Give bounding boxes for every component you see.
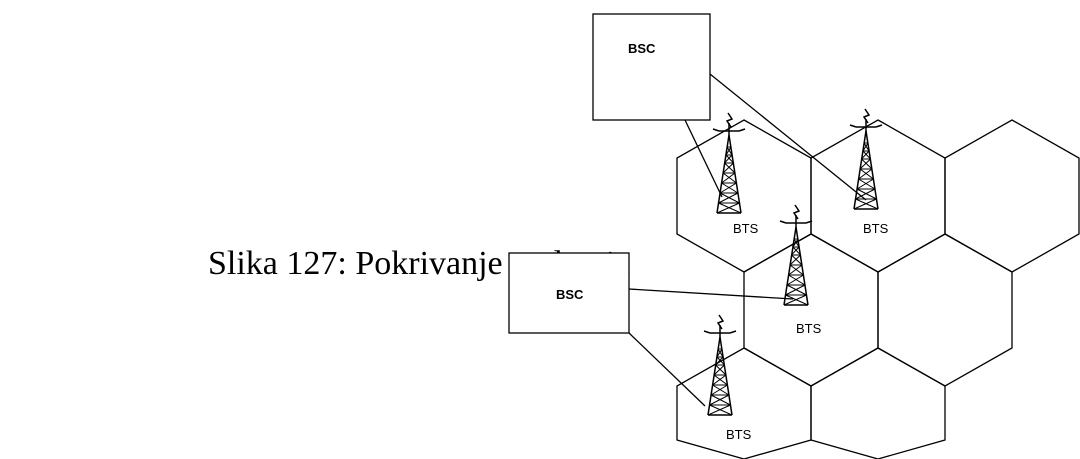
link-line <box>684 119 723 198</box>
bts-tower-icon <box>703 314 737 416</box>
bts-label: BTS <box>733 221 759 236</box>
cell-hexagon <box>676 347 812 459</box>
cell-hexagon <box>810 347 946 459</box>
cell-hexagon <box>743 233 879 387</box>
bts-label: BTS <box>863 221 889 236</box>
cell-grid <box>676 119 1080 459</box>
bts-tower-icon <box>712 112 746 214</box>
cell-hexagon <box>810 119 946 273</box>
bsc-bts-links <box>628 73 867 407</box>
bts-tower-icon <box>779 204 813 306</box>
bts-label: BTS <box>726 427 752 442</box>
cell-hexagon <box>676 119 812 273</box>
bts-label: BTS <box>796 321 822 336</box>
bts-tower-icon <box>849 108 883 210</box>
bsc-label: BSC <box>556 287 584 302</box>
bsc-box-top <box>592 13 711 121</box>
bsc-label: BSC <box>628 41 656 56</box>
link-line <box>628 288 794 300</box>
cell-hexagon <box>877 233 1013 387</box>
link-line <box>628 332 706 407</box>
link-line <box>709 73 867 201</box>
cell-hexagon <box>944 119 1080 273</box>
bsc-box-bottom <box>508 252 630 334</box>
